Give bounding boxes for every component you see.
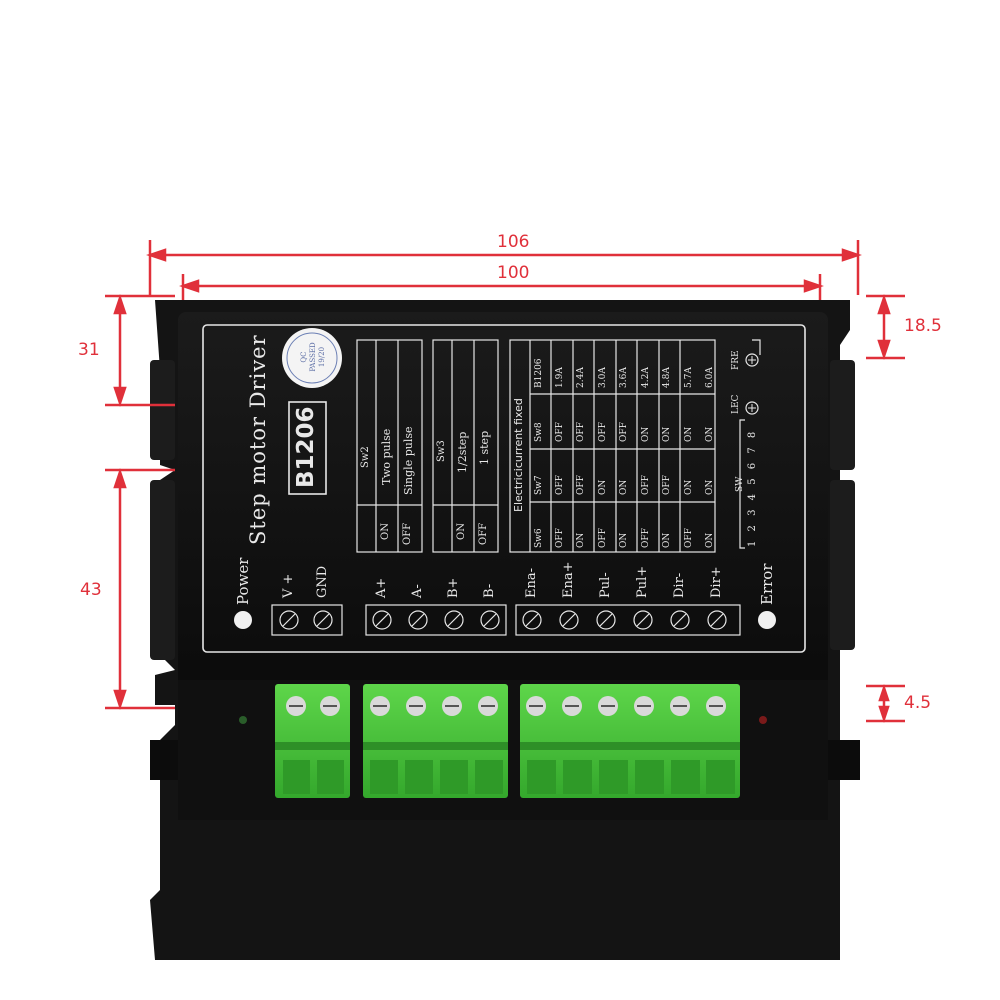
current-table-cell: ON <box>684 479 694 495</box>
current-table-cell: ON <box>619 479 629 495</box>
current-table-header: Sw6 <box>534 528 544 548</box>
current-table-cell: ON <box>705 426 715 442</box>
current-table-header: B1206 <box>534 358 544 388</box>
switch-numbers: 1 2 3 4 5 6 7 8 <box>747 428 758 547</box>
current-table-cell: ON <box>619 532 629 548</box>
current-table-cell: OFF <box>684 528 694 548</box>
current-table-cell: 2.4A <box>576 367 586 388</box>
terminal-screw-icons <box>279 610 727 630</box>
switch-bracket <box>739 339 761 549</box>
terminal-block-motor[interactable] <box>363 684 508 798</box>
dimension-inner-width: 100 <box>497 263 530 283</box>
sw3-table-frame <box>432 339 499 553</box>
current-table-title: Electricicurrent fixed <box>512 398 525 512</box>
sw3-row-2-state: OFF <box>478 522 489 545</box>
fre-label: FRE <box>731 350 741 370</box>
current-table-cell: OFF <box>555 422 565 442</box>
sw3-row-2-mode: 1 step <box>478 430 491 465</box>
sw2-header: Sw2 <box>360 446 371 468</box>
dimension-left-top: 31 <box>78 340 100 360</box>
terminal-block-signal[interactable] <box>520 684 740 798</box>
dimension-lines <box>105 240 905 723</box>
status-led-icon <box>759 716 767 724</box>
current-table-cell: OFF <box>555 475 565 495</box>
current-table-cell: ON <box>641 426 651 442</box>
power-led-icon <box>234 611 252 629</box>
current-table-cell: ON <box>662 426 672 442</box>
sw2-row-1-state: ON <box>380 523 391 540</box>
dimension-right-top: 18.5 <box>904 316 942 336</box>
sw3-row-1-mode: 1/2step <box>456 431 469 473</box>
sw3-row-1-state: ON <box>456 523 467 540</box>
terminal-legend-frames <box>271 604 741 636</box>
terminal-label-pul-plus: Pul+ <box>635 565 650 598</box>
qc-sticker <box>282 328 342 388</box>
front-panel <box>178 312 828 692</box>
current-table-cell: 4.2A <box>641 367 651 388</box>
model-label: B1206 <box>293 406 319 488</box>
sw2-row-2-state: OFF <box>402 522 413 545</box>
current-table-cell: OFF <box>555 528 565 548</box>
current-table-cell: OFF <box>641 528 651 548</box>
sw2-row-2-mode: Single pulse <box>402 426 415 495</box>
fre-pot-icon <box>745 353 759 367</box>
terminal-label-aplus: A+ <box>374 577 389 598</box>
model-label-box <box>288 401 327 495</box>
product-title: Step motor Driver <box>246 334 270 545</box>
heat-sink-fin <box>150 360 175 460</box>
current-table-cell: OFF <box>598 528 608 548</box>
heat-sink-fin <box>150 480 175 660</box>
current-table-cell: ON <box>576 532 586 548</box>
panel-outline <box>202 324 806 653</box>
current-table-cell: 3.0A <box>598 367 608 388</box>
heat-sink-fin <box>830 360 855 470</box>
current-table-cell: OFF <box>598 422 608 442</box>
heat-sink-fin <box>830 480 855 650</box>
terminal-label-ena-plus: Ena+ <box>561 561 576 598</box>
dimension-overall-width: 106 <box>497 232 530 252</box>
dimension-right-bottom: 4.5 <box>904 693 932 713</box>
status-led-icon <box>239 716 247 724</box>
current-table-cell: OFF <box>641 475 651 495</box>
current-table-frame <box>509 339 716 553</box>
qc-sticker-text: QC PASSED 19/20 <box>300 342 326 372</box>
current-table-cell: 3.6A <box>619 367 629 388</box>
switch-label: SW <box>735 476 745 492</box>
current-table-cell: ON <box>684 426 694 442</box>
current-table-cell: ON <box>662 532 672 548</box>
current-table-cell: OFF <box>619 422 629 442</box>
terminal-label-aminus: A- <box>410 584 425 598</box>
terminal-label-gnd: GND <box>315 565 330 598</box>
terminal-label-vplus: V + <box>281 573 296 598</box>
terminal-label-dir-minus: Dir- <box>672 572 687 598</box>
current-table-cell: 4.8A <box>662 367 672 388</box>
current-table-cell: 6.0A <box>705 367 715 388</box>
current-table-header: Sw8 <box>534 422 544 442</box>
current-table-cell: OFF <box>662 475 672 495</box>
current-table-cell: OFF <box>576 422 586 442</box>
current-table-header: Sw7 <box>534 475 544 495</box>
dimension-left-bottom: 43 <box>80 580 102 600</box>
error-label: Error <box>758 563 776 606</box>
current-table-cell: ON <box>705 479 715 495</box>
terminal-block-power[interactable] <box>275 684 350 798</box>
current-table-cell: 1.9A <box>555 367 565 388</box>
terminal-label-dir-plus: Dir+ <box>709 566 724 598</box>
lec-pot-icon <box>745 401 759 415</box>
sw3-header: Sw3 <box>436 440 447 462</box>
terminal-label-ena-minus: Ena- <box>524 567 539 598</box>
sw2-row-1-mode: Two pulse <box>380 428 393 485</box>
lec-label: LEC <box>731 394 741 414</box>
power-label: Power <box>234 557 252 605</box>
current-table-cell: 5.7A <box>684 367 694 388</box>
current-table-cell: ON <box>598 479 608 495</box>
terminal-label-pul-minus: Pul- <box>598 572 613 598</box>
terminal-label-bminus: B- <box>482 583 497 598</box>
terminal-label-bplus: B+ <box>446 577 461 598</box>
error-led-icon <box>758 611 776 629</box>
sw2-table-frame <box>356 339 423 553</box>
current-table-cell: ON <box>705 532 715 548</box>
current-table-cell: OFF <box>576 475 586 495</box>
